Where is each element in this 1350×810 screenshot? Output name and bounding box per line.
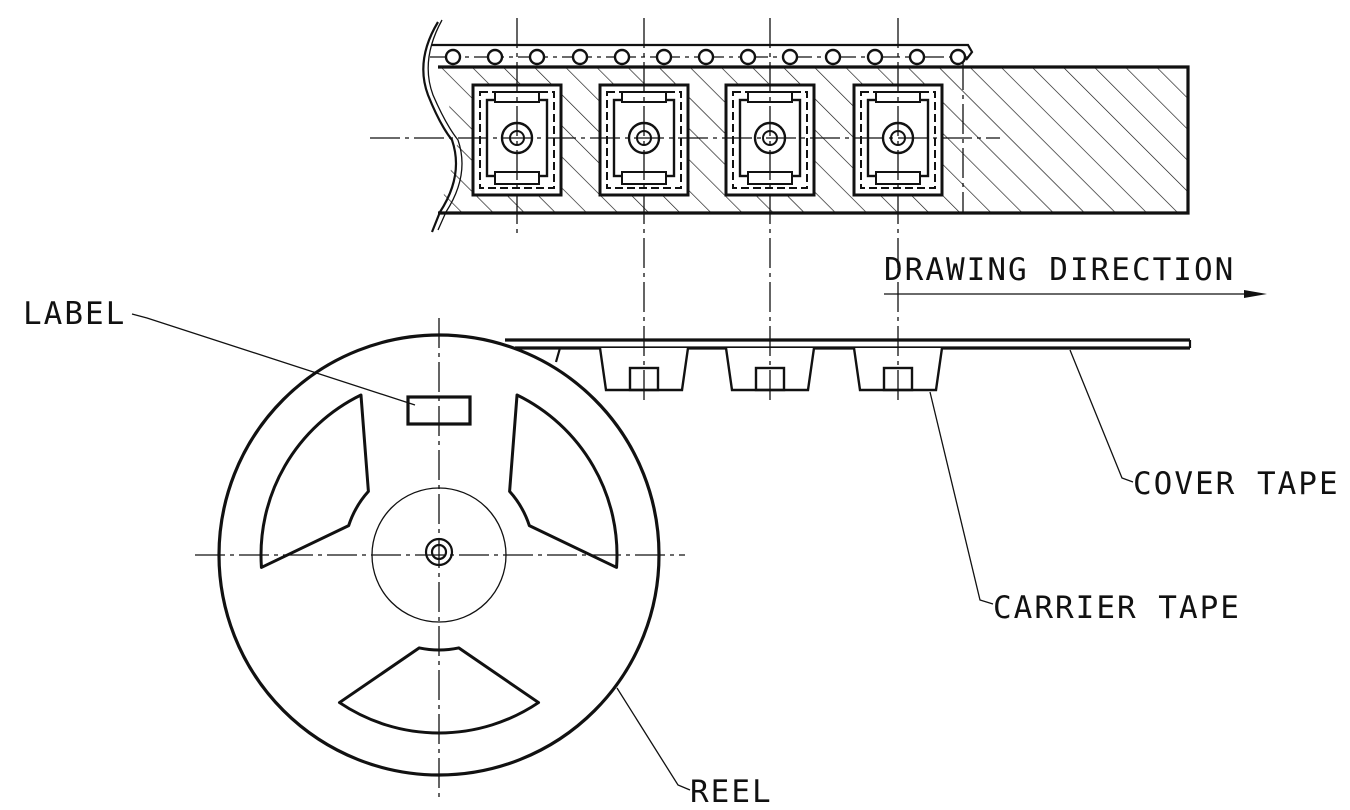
tape-outline (438, 65, 1190, 215)
callouts: LABEL COVER TAPE CARRIER TAPE REEL (23, 296, 1340, 810)
sprocket-hole (613, 48, 631, 66)
reel-window (508, 393, 619, 569)
sprocket-hole (781, 48, 799, 66)
sprocket-hole (486, 48, 504, 66)
sprocket-holes (444, 48, 967, 66)
sprocket-hole (697, 48, 715, 66)
sprocket-hole (444, 48, 462, 66)
carrier-tape-leader (929, 391, 994, 605)
drawing-direction-label: DRAWING DIRECTION (884, 252, 1235, 288)
side-pocket-partial (540, 346, 562, 363)
sprocket-hole (528, 48, 546, 66)
sprocket-hole (949, 48, 967, 66)
sprocket-strip-edge (432, 43, 974, 61)
reel-label-box (406, 395, 472, 426)
pocket-vertical-centerlines (516, 18, 899, 402)
component-pockets-side (598, 347, 944, 392)
reel-window (259, 393, 370, 569)
sprocket-hole (908, 48, 926, 66)
tape-side-view (505, 338, 1192, 392)
sprocket-hole (739, 48, 757, 66)
tape-break-edge-2 (427, 19, 463, 231)
sprocket-hole (824, 48, 842, 66)
sprocket-hole (571, 48, 589, 66)
cover-tape-callout-text: COVER TAPE (1133, 466, 1340, 502)
carrier-tape-callout-text: CARRIER TAPE (993, 590, 1241, 626)
tape-break-edge (422, 21, 458, 233)
cover-tape-leader (1069, 349, 1134, 483)
label-leader (131, 313, 416, 406)
reel (195, 318, 685, 798)
reel-callout-text: REEL (690, 774, 773, 810)
sprocket-hole (866, 48, 884, 66)
label-callout-text: LABEL (23, 296, 126, 332)
reel-window (337, 646, 541, 735)
sprocket-hole (655, 48, 673, 66)
drawing-direction-indicator: DRAWING DIRECTION (884, 252, 1267, 298)
reel-leader (616, 687, 691, 791)
reel-windows (259, 393, 619, 735)
direction-arrow-icon (1244, 290, 1267, 298)
carrier-tape-top-view (370, 19, 1190, 233)
